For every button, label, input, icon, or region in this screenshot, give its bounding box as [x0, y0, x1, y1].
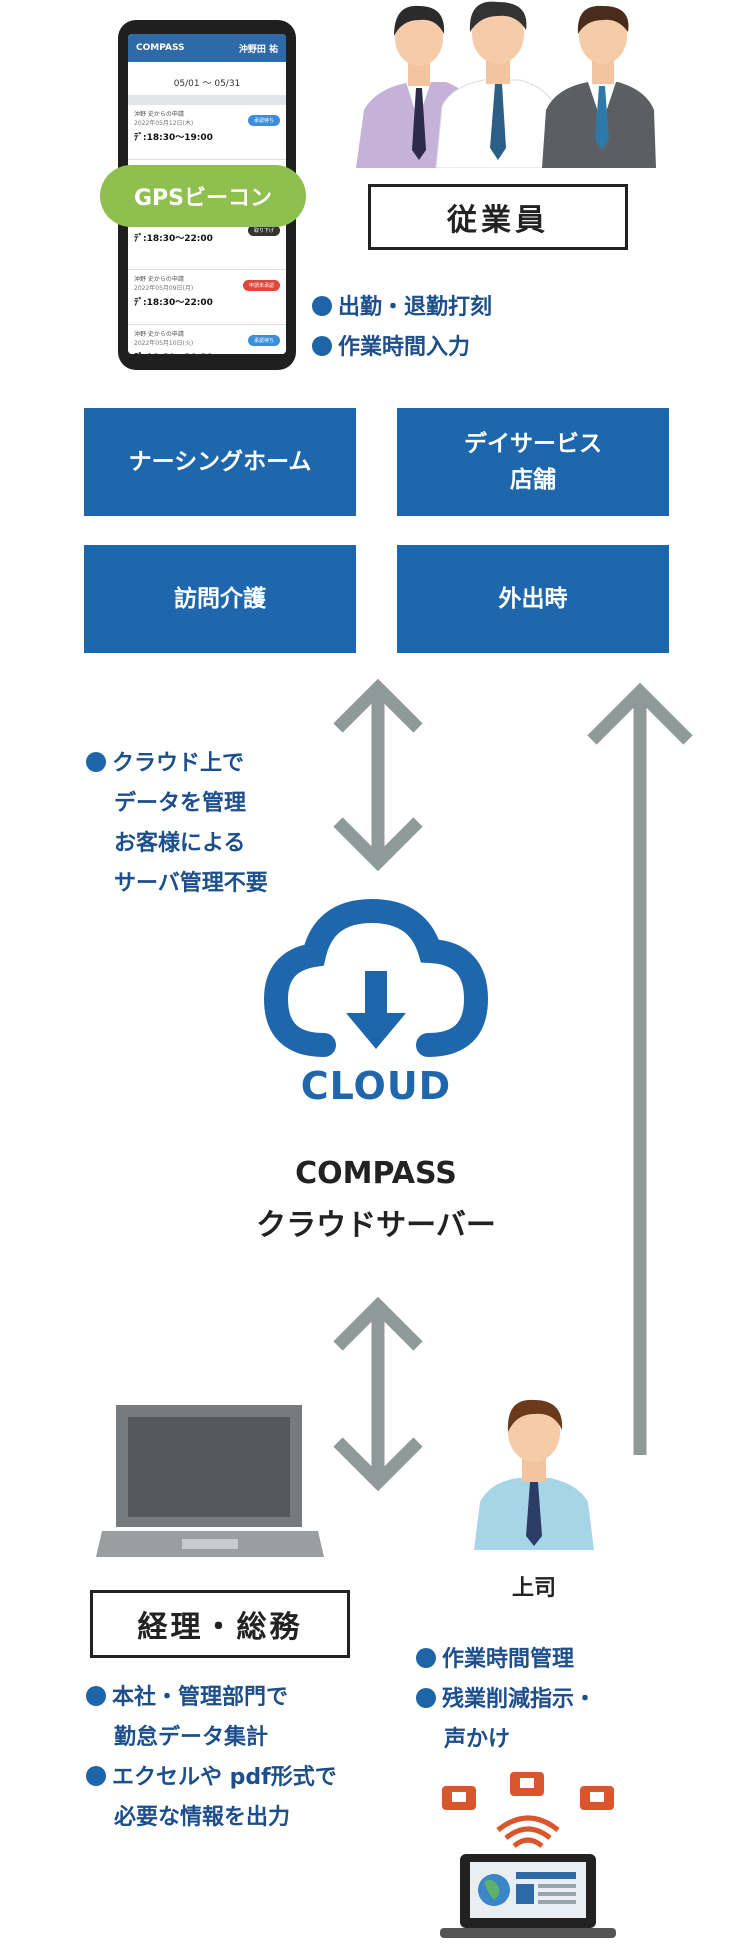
cloud-download-icon	[263, 898, 489, 1057]
employee-point: 作業時間入力	[312, 328, 492, 368]
location-outing: 外出時	[397, 545, 669, 653]
boss-label: 上司	[511, 1576, 556, 1601]
entry-time: ﾃﾞ:18:30～22:00	[134, 234, 213, 244]
employee-person-right	[542, 5, 656, 168]
employee-label: 従業員	[368, 184, 628, 250]
request-entry[interactable]: 沖野 史からの申請 2022年05月10日(火) ﾃﾞ:18:30～20:30 承認待…	[128, 325, 286, 354]
app-name: COMPASS	[136, 43, 185, 53]
request-entry[interactable]: 沖野 史からの申請 2022年05月12日(木) ﾃﾞ:18:30～19:00 承認待…	[128, 105, 286, 160]
bullet-dot-icon	[416, 1648, 436, 1668]
user-name: 沖野田 祐	[238, 44, 278, 55]
double-arrow-icon	[333, 678, 423, 872]
bullet-dot-icon	[86, 752, 106, 772]
entry-title: 沖野 史からの申請	[134, 111, 184, 118]
status-badge: 申請未承認	[242, 280, 280, 291]
entry-time: ﾃﾞ:18:30～22:00	[134, 298, 213, 308]
entry-title: 沖野 史からの申請	[134, 276, 184, 283]
boss-illustration	[474, 1399, 594, 1550]
entry-title: 沖野 史からの申請	[134, 331, 184, 338]
double-arrow-icon	[333, 1296, 423, 1492]
accounting-label: 経理・総務	[90, 1590, 350, 1658]
list-divider	[128, 95, 286, 105]
cloud-points: クラウド上で データを管理 お客様による サーバ管理不要	[86, 744, 268, 904]
location-day-service: デイサービス 店舗	[397, 408, 669, 516]
employee-person-middle	[435, 1, 563, 168]
employee-points: 出勤・退勤打刻 作業時間入力	[312, 288, 492, 368]
server-title: COMPASS クラウドサーバー	[256, 1156, 496, 1243]
status-badge: 承認待ち	[247, 335, 280, 346]
entry-time: ﾃﾞ:18:30～19:00	[134, 133, 213, 143]
bullet-dot-icon	[86, 1766, 106, 1786]
request-entry[interactable]: 沖野 史からの申請 2022年05月09日(月) ﾃﾞ:18:30～22:00 申請未…	[128, 270, 286, 325]
laptop-icon	[96, 1405, 324, 1557]
accounting-points: 本社・管理部門で 勤怠データ集計 エクセルや pdf形式で 必要な情報を出力	[86, 1678, 337, 1838]
location-nursing-home: ナーシングホーム	[84, 408, 356, 516]
app-header: COMPASS 沖野田 祐	[128, 34, 286, 62]
bullet-dot-icon	[312, 296, 332, 316]
boss-points: 作業時間管理 残業削減指示・ 声かけ	[416, 1640, 596, 1760]
employee-point: 出勤・退勤打刻	[312, 288, 492, 328]
remote-monitor-icon	[440, 1772, 616, 1938]
bullet-dot-icon	[86, 1686, 106, 1706]
gps-beacon-label: GPSビーコン	[100, 165, 306, 227]
entry-date: 2022年05月12日(木)	[134, 120, 194, 127]
up-arrow-icon	[587, 682, 693, 1455]
bullet-dot-icon	[312, 336, 332, 356]
entry-date: 2022年05月10日(火)	[134, 340, 194, 347]
cloud-label: CLOUD	[300, 1064, 452, 1108]
location-home-visit: 訪問介護	[84, 545, 356, 653]
status-badge: 承認待ち	[247, 115, 280, 126]
entry-date: 2022年05月09日(月)	[134, 285, 194, 292]
entry-time: ﾃﾞ:18:30～20:30	[134, 350, 280, 354]
status-badge: 取り下げ	[247, 225, 280, 236]
date-range: 05/01 ～ 05/31	[128, 62, 286, 95]
bullet-dot-icon	[416, 1688, 436, 1708]
employees-illustration	[356, 1, 656, 168]
